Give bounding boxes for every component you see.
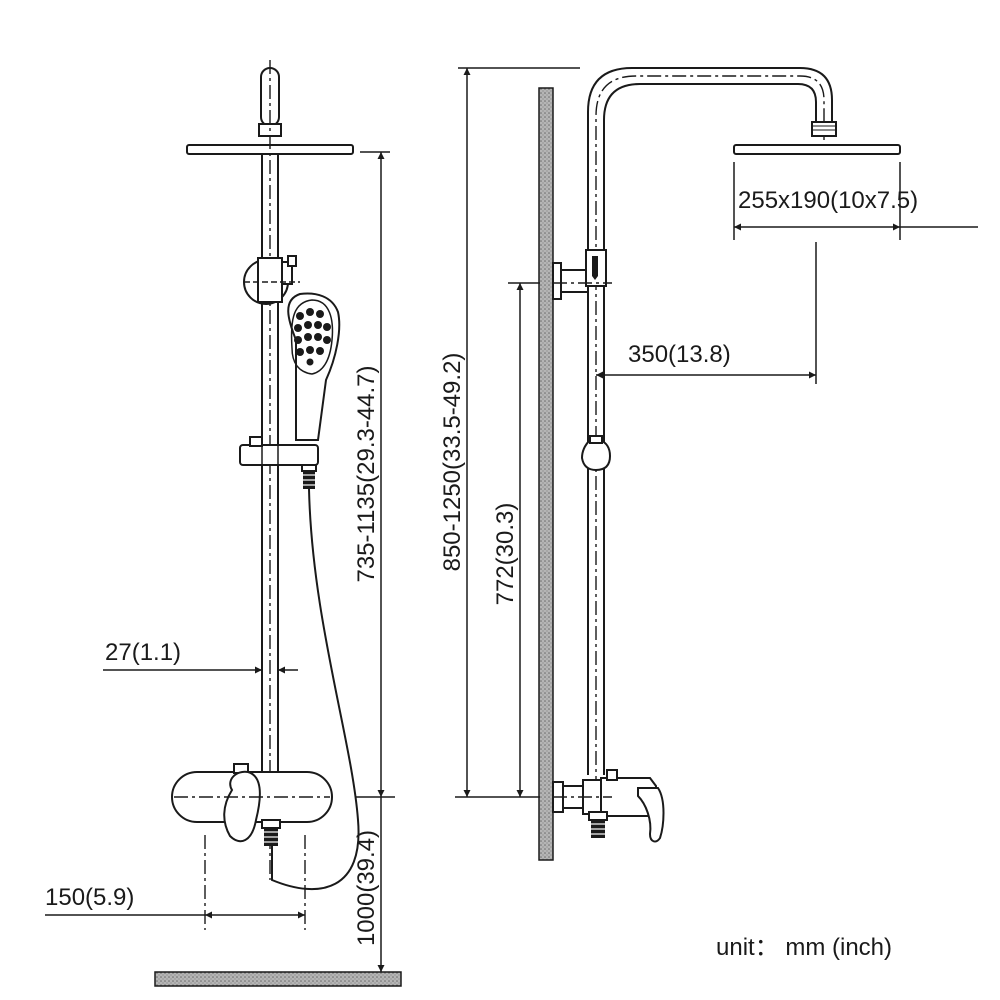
floor <box>154 971 402 987</box>
wall-bracket <box>243 255 300 305</box>
dimension-slide-height <box>508 282 540 797</box>
mixer-valve <box>171 763 333 846</box>
hand-shower <box>287 292 341 441</box>
label-slide-height: 772(30.3) <box>492 503 519 606</box>
dimension-column-height <box>355 151 395 798</box>
label-valve-width: 150(5.9) <box>45 884 134 911</box>
hose-connector <box>301 464 317 489</box>
slide-holder <box>239 436 319 466</box>
label-column-height: 735-1135(29.3-44.7) <box>353 365 380 582</box>
shower-arm <box>587 67 833 775</box>
side-slide-holder <box>580 435 612 472</box>
label-bar-width: 27(1.1) <box>105 639 181 666</box>
dimension-total-height <box>455 67 580 798</box>
label-arm-reach: 350(13.8) <box>628 341 731 368</box>
unit-note: unit： mm (inch) <box>716 934 892 961</box>
side-wall-bracket <box>552 249 612 300</box>
label-valve-height: 1000(39.4) <box>353 830 380 946</box>
hose <box>271 488 360 891</box>
side-view <box>538 67 901 861</box>
dimension-head-size <box>733 162 978 240</box>
side-shower-head <box>733 144 901 155</box>
label-total-height: 850-1250(33.5-49.2) <box>439 353 466 572</box>
wall <box>538 87 554 861</box>
side-mixer-valve <box>552 769 665 843</box>
dimension-arm-reach <box>596 242 817 384</box>
label-head-size: 255x190(10x7.5) <box>738 187 918 214</box>
